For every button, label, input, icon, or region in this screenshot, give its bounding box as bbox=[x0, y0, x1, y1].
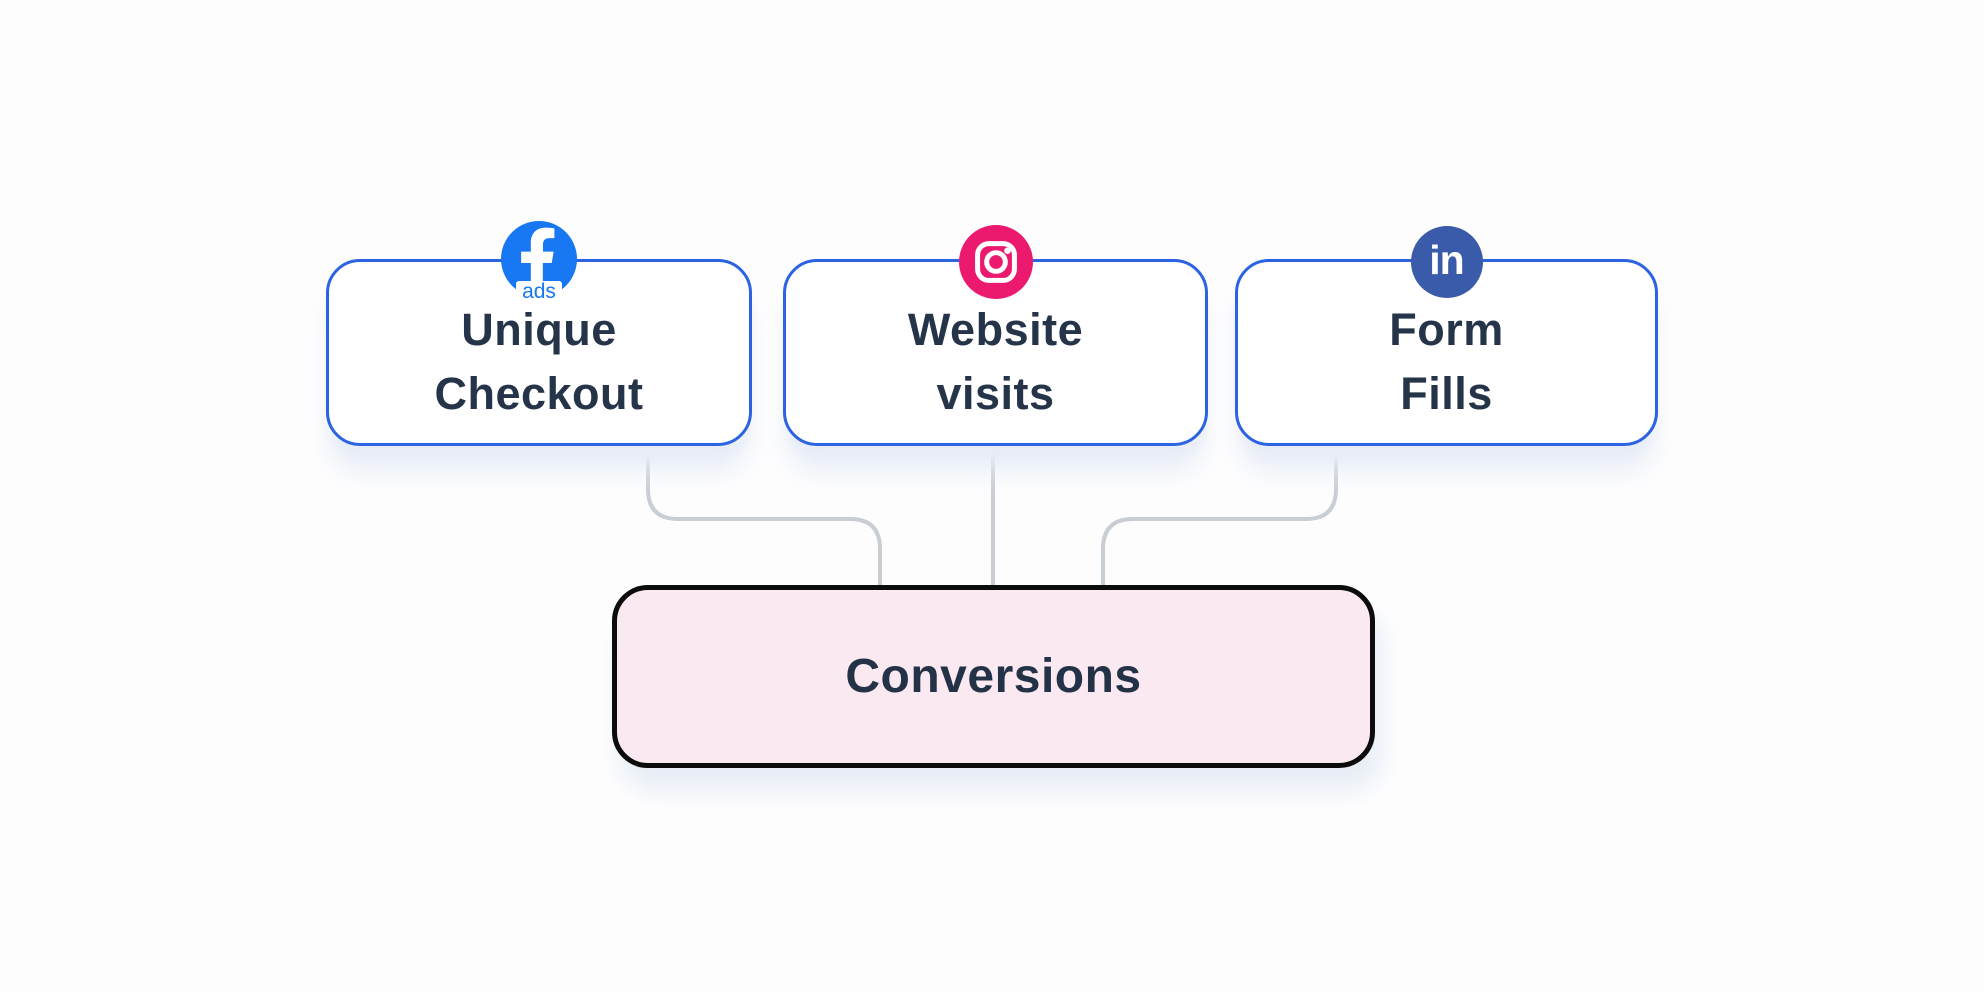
node-label-line1: Unique bbox=[461, 303, 617, 355]
node-unique-checkout: ads Unique Checkout bbox=[326, 221, 752, 446]
node-form-fills: in Form Fills bbox=[1235, 226, 1658, 446]
linkedin-in-glyph: in bbox=[1429, 236, 1464, 283]
node-label: Form Fills bbox=[1389, 298, 1504, 426]
conversions-label: Conversions bbox=[845, 650, 1142, 703]
connector-form-fills-to-conversions bbox=[1101, 444, 1338, 590]
instagram-icon bbox=[958, 225, 1033, 299]
facebook-ads-icon: ads bbox=[501, 221, 577, 303]
node-label-line2: Checkout bbox=[434, 367, 644, 419]
node-website-visits: Website visits bbox=[783, 225, 1208, 446]
instagram-circle bbox=[958, 225, 1033, 299]
facebook-f-glyph bbox=[521, 227, 555, 297]
node-label-line1: Form bbox=[1389, 303, 1504, 355]
node-label: Unique Checkout bbox=[434, 298, 643, 426]
facebook-icon bbox=[501, 221, 577, 297]
linkedin-circle: in bbox=[1410, 226, 1483, 298]
node-label-line2: visits bbox=[936, 367, 1055, 419]
node-conversions: Conversions bbox=[612, 585, 1375, 768]
facebook-ads-label: ads bbox=[516, 281, 562, 303]
linkedin-icon: in bbox=[1410, 226, 1483, 298]
node-label: Website visits bbox=[908, 298, 1083, 426]
node-label-line2: Fills bbox=[1400, 367, 1493, 419]
connector-unique-checkout-to-conversions bbox=[646, 444, 882, 590]
instagram-camera-glyph bbox=[974, 241, 1017, 283]
node-label-line1: Website bbox=[907, 303, 1084, 355]
